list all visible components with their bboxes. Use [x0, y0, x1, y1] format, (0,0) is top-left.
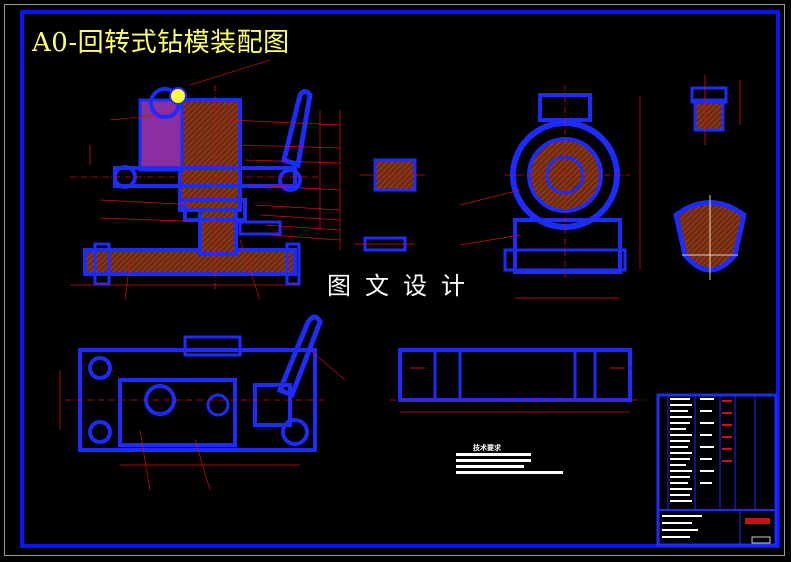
- locating-pin: [238, 220, 282, 236]
- top-nut: [169, 87, 187, 105]
- tech-requirements-title: 技术要求: [473, 444, 501, 452]
- front-view: [70, 59, 341, 301]
- tech-requirements-lines: [456, 453, 563, 474]
- drawing-title: A0-回转式钻模装配图: [32, 28, 290, 58]
- shaft-view: [390, 348, 645, 413]
- side-base: [513, 218, 622, 274]
- detail-views-small: [355, 158, 425, 252]
- handle-hub: [278, 168, 302, 192]
- detail-views-right: [673, 75, 747, 280]
- nut-detail: [693, 98, 725, 132]
- part-leaders: [99, 59, 341, 301]
- parts-list: [656, 393, 778, 547]
- body-section: [178, 98, 242, 212]
- drawing-frame: [20, 10, 780, 548]
- index-handle: [281, 89, 313, 169]
- sheet-border: [4, 4, 785, 556]
- base-bolt-right: [285, 242, 301, 286]
- side-view: [459, 85, 641, 299]
- base-section: [83, 248, 297, 276]
- top-view: [59, 314, 346, 491]
- top-view-handle: [276, 314, 323, 399]
- base-bolt-left: [93, 242, 111, 286]
- watermark-text: 图文设计: [327, 272, 479, 300]
